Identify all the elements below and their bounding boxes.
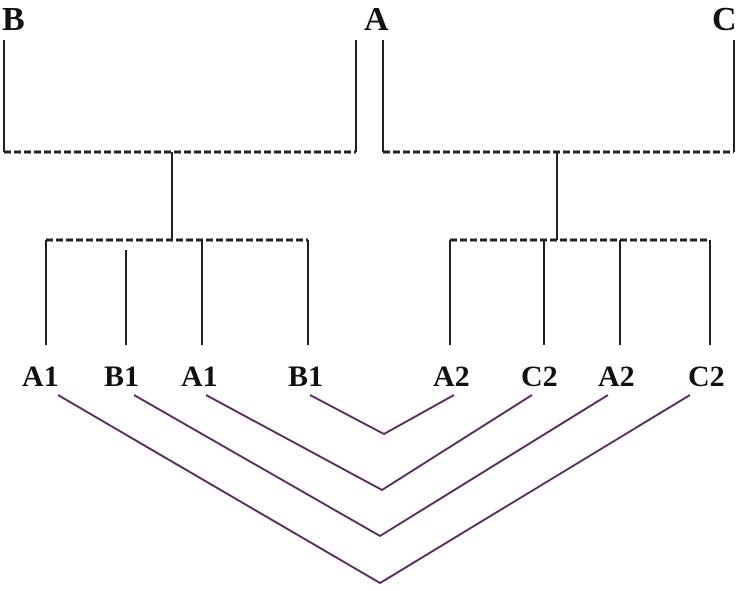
right-upper-bracket (382, 40, 735, 240)
left-lower-bracket (45, 238, 309, 345)
offspring-label-7: A2 (598, 360, 635, 393)
offspring-label-1: A1 (22, 360, 59, 393)
pairing-line-second (205, 394, 533, 492)
pairing-line-outer (57, 394, 691, 585)
pairing-line-inner (309, 394, 455, 436)
parent-label-a: A (364, 1, 389, 38)
left-upper-bracket (3, 40, 357, 240)
parent-label-b: B (2, 1, 25, 38)
pairing-line-third (133, 394, 609, 538)
offspring-label-8: C2 (688, 360, 725, 393)
offspring-label-5: A2 (433, 360, 470, 393)
offspring-label-4: B1 (288, 360, 323, 393)
offspring-label-3: A1 (181, 360, 218, 393)
offspring-label-6: C2 (521, 360, 558, 393)
parent-label-c: C (712, 1, 737, 38)
offspring-label-2: B1 (104, 360, 139, 393)
right-lower-bracket (449, 238, 711, 345)
